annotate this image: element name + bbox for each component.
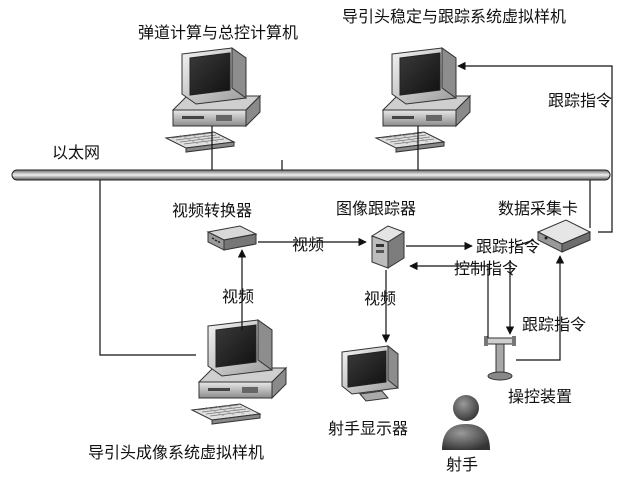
daq-card-icon: [538, 220, 590, 252]
video-converter-icon: [208, 226, 256, 250]
seeker-stab-vm-icon: [376, 48, 470, 152]
label-control-device: 操控装置: [508, 388, 572, 406]
gunner-icon: [442, 395, 490, 450]
label-seeker-stab-vm: 导引头稳定与跟踪系统虚拟样机: [342, 8, 566, 26]
label-gunner: 射手: [446, 456, 478, 474]
seeker-imaging-vm-icon: [192, 320, 286, 424]
label-ballistic-computer: 弹道计算与总控计算机: [138, 24, 298, 42]
image-tracker-icon: [372, 226, 404, 268]
arrow-control-to-daq: [516, 256, 560, 360]
label-video-converter: 视频转换器: [172, 202, 252, 220]
ballistic-computer-icon: [166, 48, 260, 152]
edge-label-video-conv-tracker: 视频: [292, 236, 324, 254]
edge-label-tracking-cmd-top: 跟踪指令: [548, 92, 612, 110]
gunner-display-icon: [342, 346, 398, 401]
edge-label-video-imaging-conv: 视频: [222, 288, 254, 306]
edge-label-tracking-cmd-control: 跟踪指令: [522, 316, 586, 334]
label-seeker-imaging-vm: 导引头成像系统虚拟样机: [88, 444, 264, 462]
ethernet-bus: [12, 170, 610, 180]
label-daq-card: 数据采集卡: [498, 200, 578, 218]
edge-label-video-tracker-display: 视频: [364, 290, 396, 308]
edge-label-tracking-cmd-daq: 跟踪指令: [476, 238, 540, 256]
control-device-icon: [484, 336, 516, 380]
edge-label-control-cmd: 控制指令: [454, 260, 518, 278]
label-gunner-display: 射手显示器: [328, 420, 408, 438]
label-image-tracker: 图像跟踪器: [336, 200, 416, 218]
label-ethernet: 以太网: [52, 144, 100, 162]
